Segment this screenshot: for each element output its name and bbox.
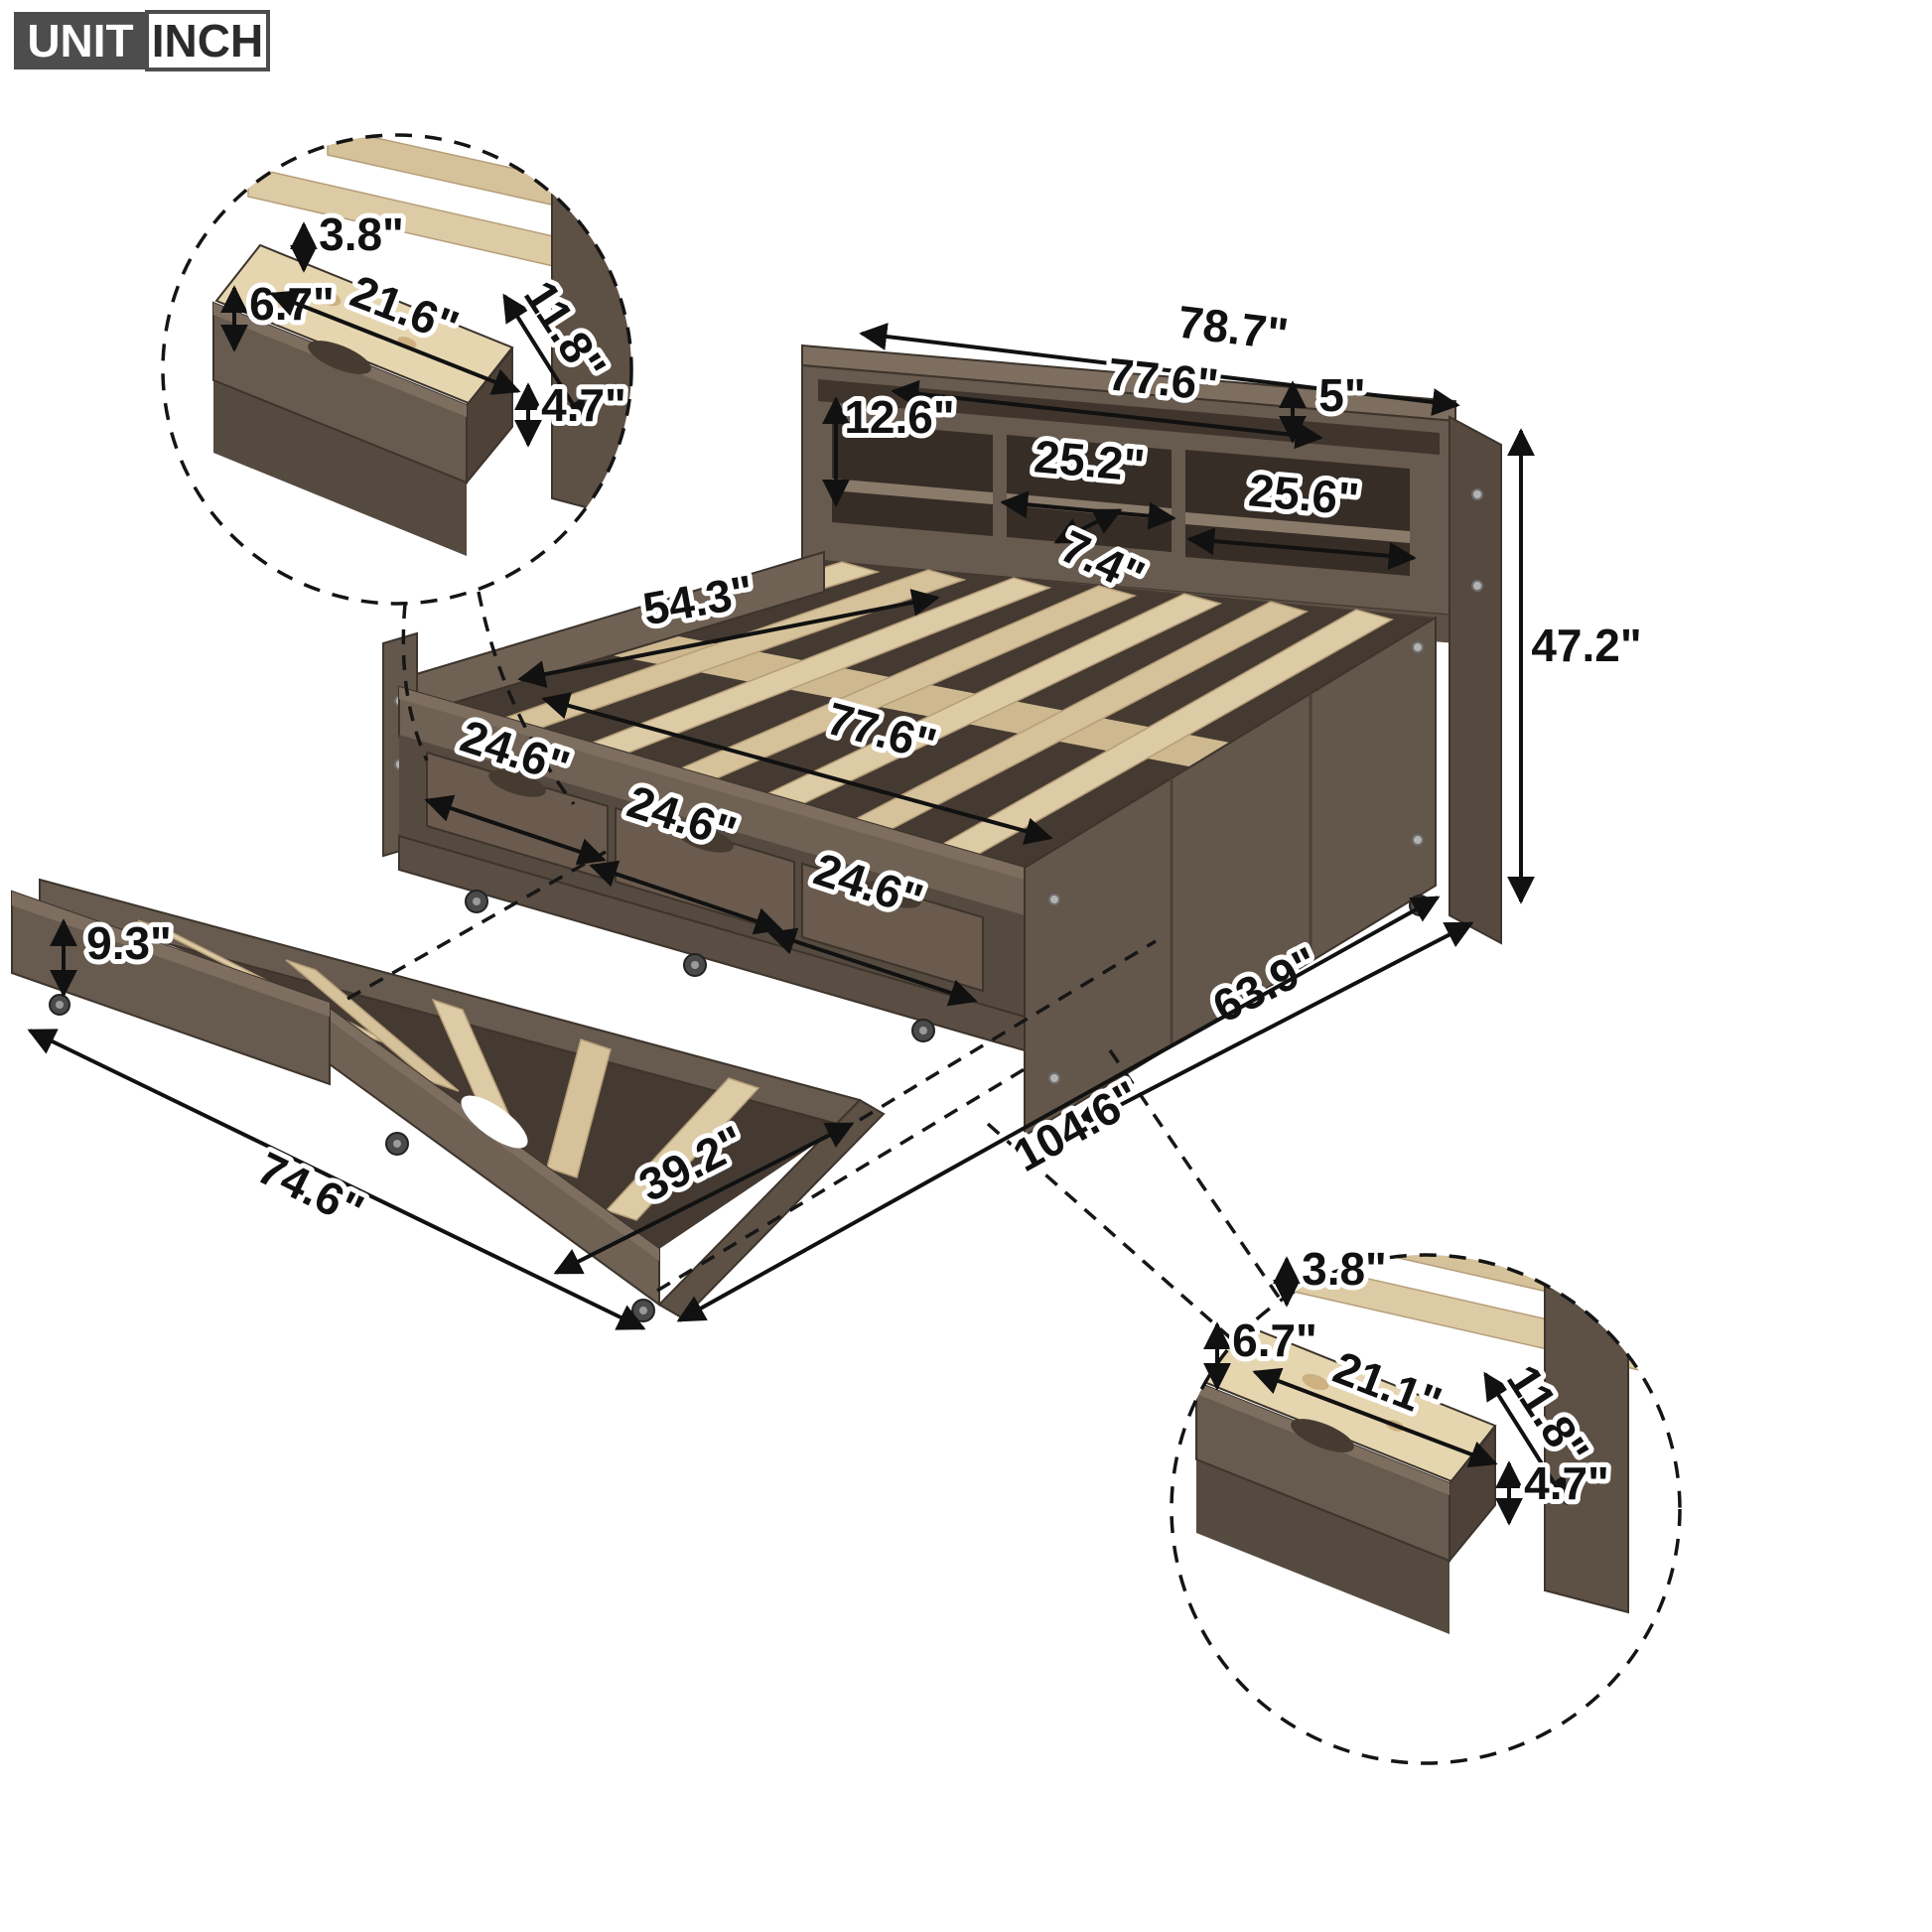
screw-icon <box>1471 580 1483 592</box>
dim-arrow-drawer-top-side-length <box>502 293 588 428</box>
callout-frame-base <box>213 379 467 556</box>
dim-label-right-shelf-width: 25.6" <box>1247 464 1361 525</box>
dim-arrow-shelf-gap <box>1053 508 1123 544</box>
dim-label-drawer-top-side-height: 4.7" <box>541 379 626 431</box>
screw-icon <box>1412 834 1424 846</box>
dim-arrow-drawer-bottom-side-length <box>1483 1371 1569 1506</box>
unit-badge: UNIT INCH <box>14 10 270 71</box>
dim-label-trundle-length: 74.6" <box>250 1142 372 1237</box>
dim-arrow-bed-inner-length <box>541 692 1053 845</box>
dim-label-headboard-overall-width: 78.7" <box>1175 296 1292 360</box>
dim-label-top-shelf-height: 5" <box>1318 369 1365 421</box>
headboard-side-panel <box>1449 415 1502 945</box>
dim-label-drawer-bottom-side-height: 4.7" <box>1524 1457 1609 1509</box>
dim-arrow-trundle-width <box>553 1122 855 1275</box>
bookcase-cubby-left <box>832 421 993 536</box>
screw-icon <box>1048 894 1060 905</box>
leader-callout-top <box>477 591 576 806</box>
leader-callout-top <box>401 603 429 761</box>
dim-arrow-headboard-overall-width <box>859 323 1460 416</box>
dim-label-drawer-bottom-inner-depth: 3.8" <box>1302 1243 1387 1295</box>
screw-icon <box>1471 488 1483 500</box>
dim-label-headboard-inner-width: 77.6" <box>1106 347 1221 410</box>
dim-label-middle-shelf-width: 25.2" <box>1033 430 1147 491</box>
callout-frame-base <box>1196 1459 1449 1634</box>
dim-arrow-right-shelf-width <box>1186 527 1417 570</box>
dim-arrow-slat-length <box>517 589 940 688</box>
unit-badge-inch-label: INCH <box>152 15 263 67</box>
dim-arrow-drawer-top-inner-length <box>269 290 521 395</box>
dim-arrow-headboard-inner-width <box>891 379 1323 450</box>
callout-circle <box>161 133 633 606</box>
drawer-handle-notch <box>488 769 546 797</box>
dim-label-side-shelf-height: 12.6" <box>844 391 954 443</box>
dim-arrow-drawer-1 <box>424 794 607 866</box>
dim-label-drawer-top-inner-depth: 3.8" <box>319 208 404 260</box>
unit-badge-light-box <box>145 10 270 71</box>
dim-label-trundle-height: 9.3" <box>86 917 172 969</box>
screw-icon <box>1048 1072 1060 1084</box>
dim-arrow-drawer-bottom-inner-length <box>1252 1367 1498 1468</box>
screw-icon <box>1412 641 1424 653</box>
dim-label-drawer-bottom-front-height: 6.7" <box>1232 1314 1317 1366</box>
bookcase-shelf-left <box>832 479 993 504</box>
leader-callout-bottom <box>1108 1049 1282 1300</box>
dim-label-headboard-overall-height: 47.2" <box>1531 620 1641 671</box>
trundle-end-board-edge <box>12 892 330 1017</box>
unit-badge-unit-label: UNIT <box>27 15 133 67</box>
unit-badge-dark-box <box>14 12 147 69</box>
dim-arrow-trundle-length <box>27 1029 646 1330</box>
